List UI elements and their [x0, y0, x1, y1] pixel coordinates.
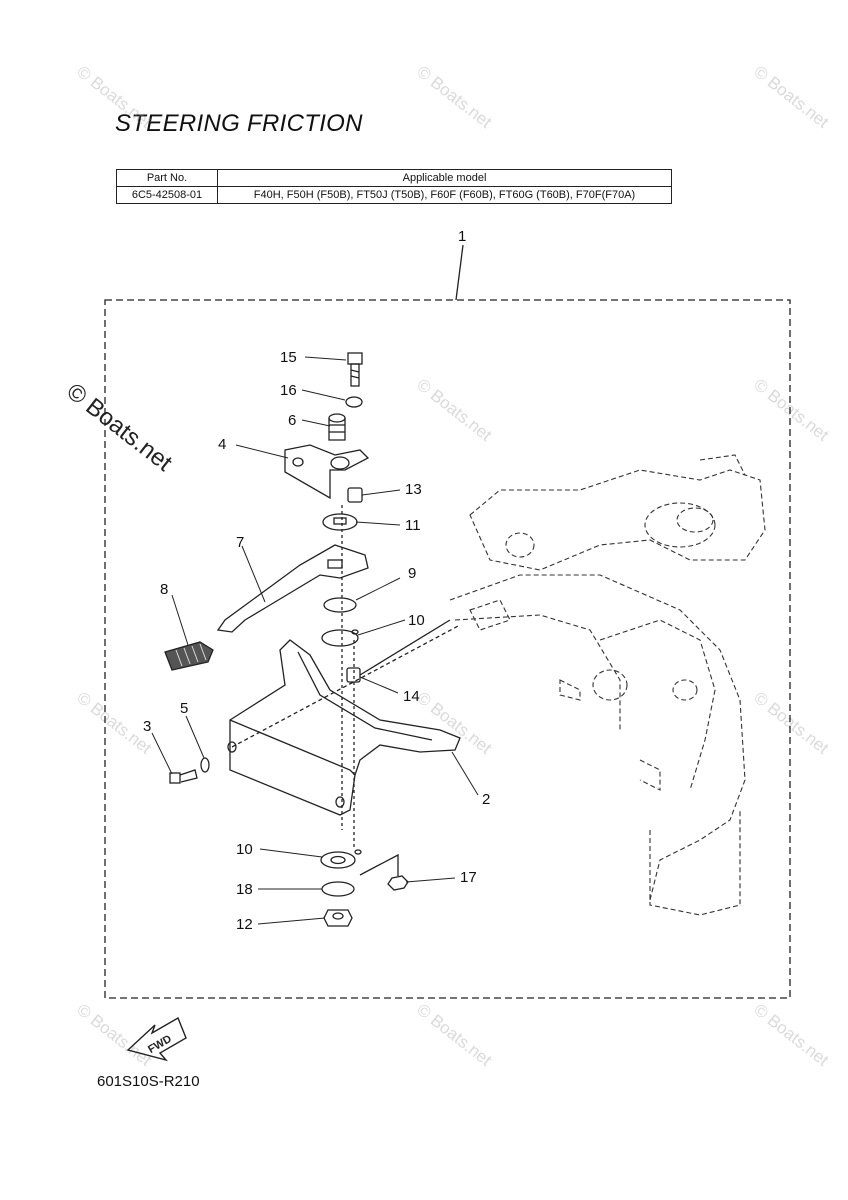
washer-10-upper: [321, 629, 359, 647]
collar-12: [347, 487, 363, 503]
washer-11: [322, 513, 358, 531]
washer-9: [323, 597, 357, 613]
callout-17: 17: [460, 869, 477, 886]
callout-10-lower: 10: [236, 841, 253, 858]
cell-part-number: 6C5-42508-01: [116, 186, 218, 204]
callout-16: 16: [280, 382, 297, 399]
callout-11: 11: [405, 517, 421, 534]
nut-13: [323, 909, 353, 927]
fwd-arrow-icon: [126, 1016, 187, 1062]
callout-labels: 1 15 16 6 4 13 11 7 9 8 10 14 5 3 2 10 1…: [143, 228, 490, 933]
callout-9: 9: [408, 565, 416, 582]
pin-6: [328, 413, 346, 441]
callout-18: 18: [236, 881, 253, 898]
callout-14: 14: [403, 688, 420, 705]
table-row: 6C5-42508-01 F40H, F50H (F50B), FT50J (T…: [116, 186, 672, 204]
callout-8: 8: [160, 581, 168, 598]
nut-17: [387, 875, 409, 891]
callout-13: 12: [236, 916, 253, 933]
washer-5: [200, 757, 210, 773]
bolt-3: [169, 769, 198, 784]
callout-12: 13: [405, 481, 422, 498]
applicability-table: Part No. Applicable model 6C5-42508-01 F…: [116, 169, 672, 204]
plate-4: [284, 444, 370, 500]
callout-4: 4: [218, 436, 226, 453]
callout-15: 15: [280, 349, 297, 366]
plate-2: [227, 639, 461, 816]
reference-code: 601S10S-R210: [97, 1073, 200, 1090]
grip-8: [164, 641, 214, 671]
callout-5: 5: [180, 700, 188, 717]
callout-2: 2: [482, 791, 490, 808]
washer-18: [321, 881, 355, 897]
callout-6: 6: [288, 412, 296, 429]
leader-lines: [151, 356, 479, 925]
engine-bracket-outline: [449, 454, 766, 916]
washer-10-lower: [320, 849, 362, 869]
washer-16: [345, 396, 363, 408]
grip-8-ribs: [175, 643, 207, 667]
bolt-15: [347, 352, 363, 387]
callout-1: 1: [458, 228, 466, 245]
callout-7: 7: [236, 534, 244, 551]
callout-10-upper: 10: [408, 612, 425, 629]
cell-applicable-models: F40H, F50H (F50B), FT50J (T50B), F60F (F…: [217, 186, 672, 204]
kit-boundary: [104, 299, 791, 999]
callout-3: 3: [143, 718, 151, 735]
lever-7: [216, 544, 369, 633]
diagram-title: STEERING FRICTION: [115, 110, 363, 137]
